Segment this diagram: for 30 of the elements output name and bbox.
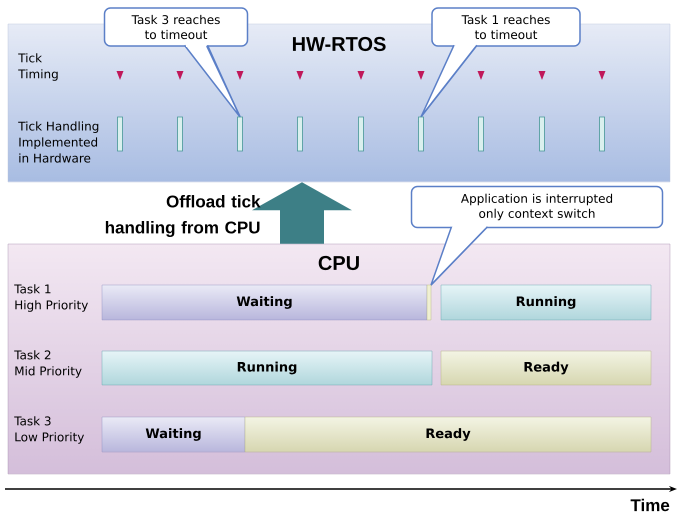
tick-bar xyxy=(478,116,484,152)
tick-bar xyxy=(177,116,183,152)
switch-bar xyxy=(426,284,432,320)
tick-bar xyxy=(297,116,303,152)
row-label: Task 1 High Priority xyxy=(14,284,88,312)
tick-bar xyxy=(418,116,424,152)
callout-bubble: Task 1 reaches to timeout xyxy=(418,7,581,123)
row-label: Tick Timing xyxy=(18,53,58,81)
state-bar: Running xyxy=(440,284,652,320)
block-arrow xyxy=(252,182,352,244)
state-bar: Waiting xyxy=(102,416,246,452)
edge-label: Offload tick handling from CPU xyxy=(106,195,261,237)
axis-label: Time xyxy=(630,498,670,512)
state-bar: Ready xyxy=(440,350,652,386)
row-label: Task 2 Mid Priority xyxy=(14,350,82,378)
tick-bar xyxy=(599,116,605,152)
state-bar: Running xyxy=(102,350,432,386)
tick-bar xyxy=(117,116,123,152)
panel-title: CPU xyxy=(318,256,359,270)
leader-line xyxy=(420,46,477,118)
tick-bar xyxy=(237,116,243,152)
row-label: Tick Handling Implemented in Hardware xyxy=(18,121,98,163)
row-label: Task 3 Low Priority xyxy=(14,416,84,444)
tick-bar xyxy=(358,116,364,152)
leader-line xyxy=(206,46,241,117)
callout-bubble: Task 3 reaches to timeout xyxy=(104,7,248,123)
panel-title: HW-RTOS xyxy=(292,36,386,52)
tick-bar xyxy=(539,116,545,152)
state-bar: Waiting xyxy=(102,284,428,320)
callout-bubble: Application is interrupted only context switch xyxy=(410,186,664,288)
